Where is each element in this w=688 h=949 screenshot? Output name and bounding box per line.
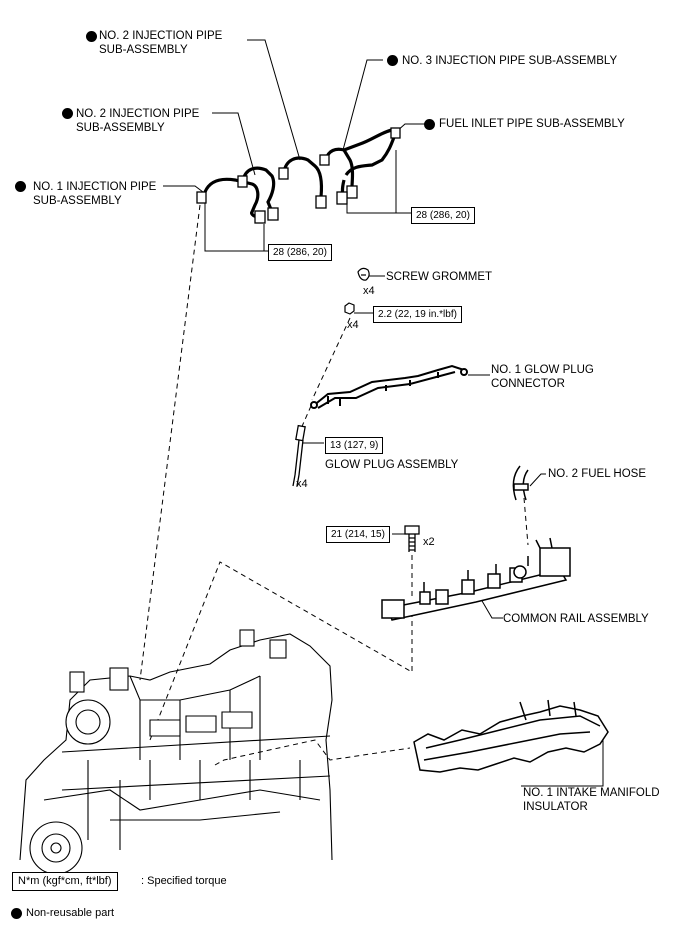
glow-plug-assembly-label: GLOW PLUG ASSEMBLY bbox=[325, 459, 459, 471]
leader-lines bbox=[163, 39, 604, 787]
no2-fuel-hose-label: NO. 2 FUEL HOSE bbox=[548, 468, 646, 480]
injection-pipe-2a bbox=[241, 166, 276, 213]
torque-spec-connector-nut: 2.2 (22, 19 in.*lbf) bbox=[373, 306, 462, 323]
legend-non-reusable-label: Non-reusable part bbox=[26, 907, 115, 919]
torque-spec-injection-pipe: 28 (286, 20) bbox=[268, 244, 332, 261]
glow-connector-art bbox=[310, 364, 468, 409]
fuel-hose-art bbox=[512, 465, 529, 501]
bolt-art bbox=[404, 525, 420, 552]
torque-spec-fuel-inlet: 28 (286, 20) bbox=[411, 207, 475, 224]
torque-spec-rail-bolt: 21 (214, 15) bbox=[326, 526, 390, 543]
glow-plug-connector-label: NO. 1 GLOW PLUG CONNECTOR bbox=[491, 364, 594, 390]
glow-plug-art bbox=[292, 424, 306, 487]
injection-pipe-2b bbox=[282, 156, 324, 198]
torque-spec-glow-plug: 13 (127, 9) bbox=[325, 437, 384, 454]
bolt-quantity: x2 bbox=[423, 536, 435, 548]
legend-non-reusable-dot bbox=[11, 908, 22, 919]
grommet-quantity: x4 bbox=[363, 285, 375, 297]
screw-grommet-art bbox=[357, 267, 370, 281]
manifold-insulator-art bbox=[413, 699, 609, 773]
injection-pipe-1-nuts bbox=[196, 191, 266, 224]
intake-manifold-insulator-label: NO. 1 INTAKE MANIFOLD INSULATOR bbox=[523, 787, 660, 813]
non-reusable-marker bbox=[15, 181, 26, 192]
alignment-lines bbox=[139, 204, 529, 766]
non-reusable-marker bbox=[86, 31, 97, 42]
no1-injection-pipe-label: NO. 1 INJECTION PIPE SUB-ASSEMBLY bbox=[33, 181, 157, 207]
legend-torque-box: N*m (kgf*cm, ft*lbf) bbox=[12, 872, 118, 891]
non-reusable-marker bbox=[62, 108, 73, 119]
glow-plug-quantity: x4 bbox=[296, 478, 308, 490]
no2-injection-pipe-label-a: NO. 2 INJECTION PIPE SUB-ASSEMBLY bbox=[99, 30, 223, 56]
no3-injection-pipe-label: NO. 3 INJECTION PIPE SUB-ASSEMBLY bbox=[402, 55, 618, 67]
common-rail-assembly-label: COMMON RAIL ASSEMBLY bbox=[503, 613, 649, 625]
injection-pipe-3 bbox=[324, 128, 393, 188]
nut-quantity: x4 bbox=[347, 319, 359, 331]
non-reusable-marker bbox=[387, 55, 398, 66]
non-reusable-marker bbox=[424, 119, 435, 130]
injection-pipe-1 bbox=[203, 177, 260, 219]
fuel-inlet-pipe-label: FUEL INLET PIPE SUB-ASSEMBLY bbox=[439, 118, 625, 130]
no2-injection-pipe-label-b: NO. 2 INJECTION PIPE SUB-ASSEMBLY bbox=[76, 108, 200, 134]
engine-block-art bbox=[19, 629, 333, 875]
screw-grommet-label: SCREW GROMMET bbox=[386, 271, 493, 283]
common-rail-art bbox=[381, 537, 571, 621]
nut-art bbox=[344, 302, 355, 315]
legend-torque-desc: : Specified torque bbox=[141, 875, 227, 887]
